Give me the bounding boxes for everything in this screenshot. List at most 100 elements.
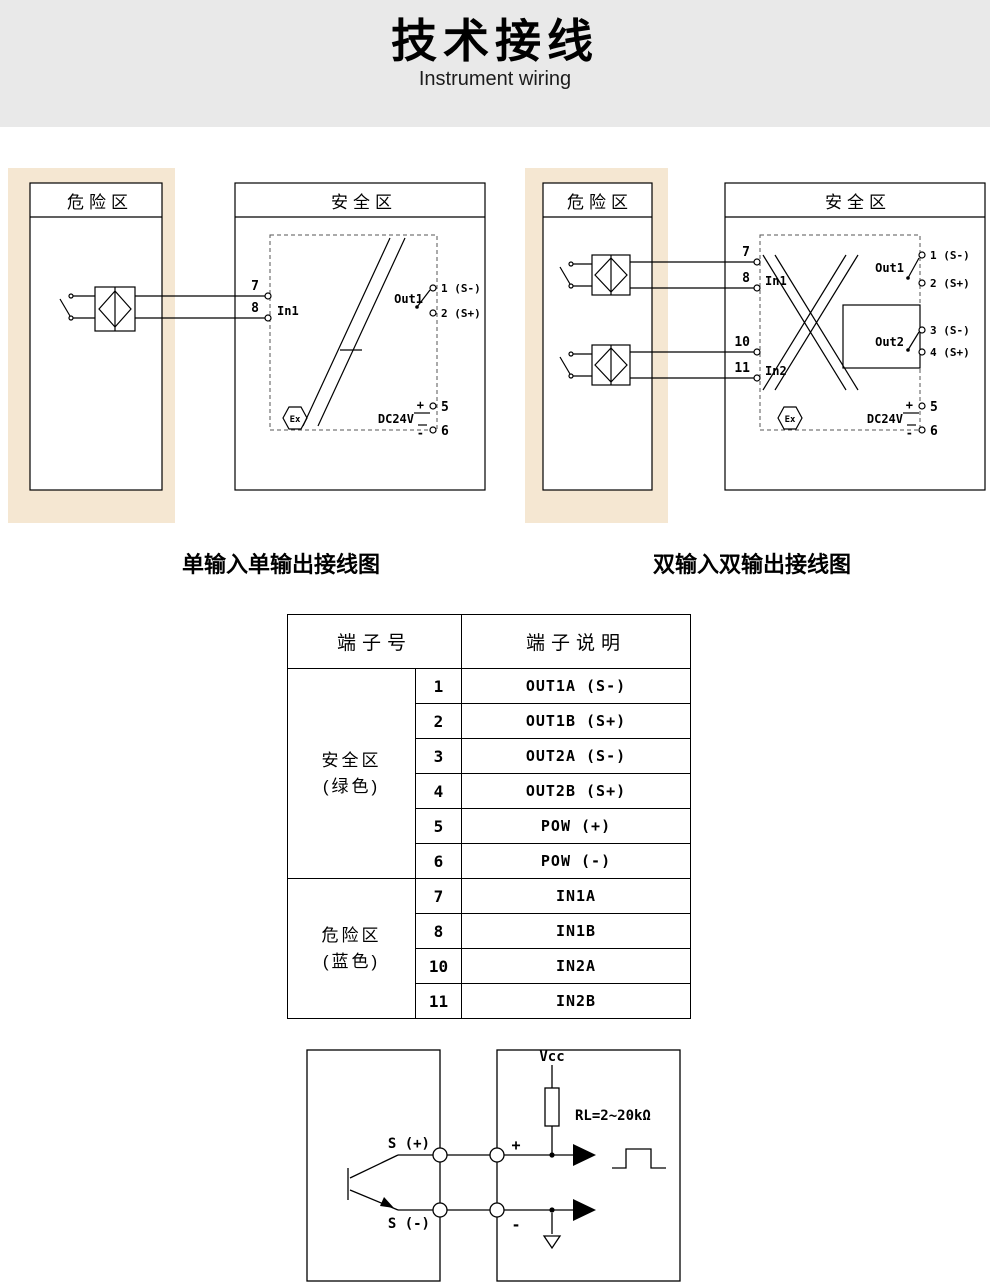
terminal-8-label: 8 (251, 301, 259, 316)
terminal-no: 11 (415, 983, 462, 1019)
hazard-zone-label: 危险区 (67, 193, 133, 212)
terminal-no: 2 (415, 703, 462, 739)
page-title: 技术接线 (391, 15, 599, 67)
terminal-7 (753, 258, 761, 266)
terminal-no: 5 (415, 808, 462, 844)
terminal-no: 10 (415, 948, 462, 984)
output-arrow-minus (573, 1199, 596, 1221)
table-row: 危险区 (蓝色) 7 IN1A (287, 878, 691, 1019)
terminal-2 (429, 309, 437, 317)
table-row: 4 OUT2B (S+) (288, 773, 691, 809)
out1-pivot-dot (906, 276, 910, 280)
terminal-no: 6 (415, 843, 462, 879)
output-circuit-diagram: S (+) S (-) Vcc RL=2~20kΩ + - (306, 1049, 681, 1282)
terminal-7-label: 7 (742, 245, 750, 260)
table-row: 11 IN2B (288, 983, 691, 1019)
header-band: 技术接线 Instrument wiring (0, 0, 990, 127)
minus-mark: - (417, 426, 424, 440)
plus-mark: + (906, 398, 913, 412)
dual-io-wiring-diagram: 危险区 安全区 7 8 In1 10 11 In2 Out1 1 (S-) 2 … (525, 168, 986, 523)
terminal-1 (918, 251, 926, 259)
receiver-side-box (496, 1049, 681, 1282)
terminal-6-label: 6 (441, 424, 449, 439)
terminal-5-label: 5 (441, 400, 449, 415)
out2-box (842, 304, 921, 369)
emitter-arrow (380, 1197, 394, 1208)
terminal-no: 3 (415, 738, 462, 774)
junction-dot (549, 1152, 555, 1158)
page-subtitle: Instrument wiring (418, 67, 572, 90)
plus-mark: + (417, 398, 424, 412)
switch-symbol-2 (559, 351, 592, 379)
terminal-desc: OUT2B (S+) (461, 773, 691, 809)
terminal-desc: OUT2A (S-) (461, 738, 691, 774)
single-io-wiring-diagram: 危险区 安全区 7 8 In1 Out1 1 (S-) 2 (S+) DC24V… (8, 168, 486, 523)
safe-zone-label: 安全区 (331, 193, 397, 212)
terminal-8 (753, 284, 761, 292)
terminal-circle (432, 1147, 448, 1163)
ex-certification-mark (282, 406, 308, 430)
out1-label: Out1 (875, 261, 904, 275)
sensor-symbol-1 (591, 254, 631, 296)
minus-mark: - (511, 1216, 520, 1234)
out1-pos-label: 2 (S+) (441, 307, 481, 320)
out2-label: Out2 (875, 335, 904, 349)
terminal-11-label: 11 (734, 361, 750, 376)
out2-neg-label: 3 (S-) (930, 324, 970, 337)
terminal-7 (264, 292, 272, 300)
hazard-zone-label: 危险区 (567, 193, 633, 212)
terminal-no: 7 (415, 878, 462, 914)
in1-label: In1 (765, 274, 787, 288)
ex-mark-label: Ex (785, 415, 796, 425)
out2-contact-blade (907, 331, 920, 351)
hazard-zone-box (542, 182, 653, 491)
terminal-desc: IN2B (461, 983, 691, 1019)
out1-contact-blade (416, 289, 431, 308)
terminal-6-label: 6 (930, 424, 938, 439)
terminal-desc: OUT1B (S+) (461, 703, 691, 739)
vcc-label: Vcc (539, 1049, 564, 1065)
power-terminals (414, 402, 437, 434)
terminal-5-label: 5 (930, 400, 938, 415)
terminal-3 (918, 326, 926, 334)
isolator-module-outline (759, 234, 921, 431)
power-label: DC24V (378, 412, 414, 426)
terminal-desc: IN1A (461, 878, 691, 914)
sensor-side-box (306, 1049, 441, 1282)
ground-symbol (542, 1235, 562, 1250)
transistor-symbol (347, 1154, 433, 1211)
load-resistor-label: RL=2~20kΩ (575, 1108, 651, 1124)
out1-neg-label: 1 (S-) (930, 249, 970, 262)
power-label: DC24V (867, 412, 903, 426)
terminal-desc: POW (-) (461, 843, 691, 879)
terminal-10-label: 10 (734, 335, 750, 350)
junction-dot (549, 1207, 555, 1213)
terminal-11 (753, 374, 761, 382)
in2-label: In2 (765, 364, 787, 378)
out2-pos-label: 4 (S+) (930, 346, 970, 359)
terminal-circle (432, 1202, 448, 1218)
table-row: 10 IN2A (288, 948, 691, 984)
table-row: 安全区 (绿色) 1 OUT1A (S-) (287, 668, 691, 879)
terminal-no: 1 (415, 668, 462, 704)
zone-label-safe: 安全区 (绿色) (287, 668, 416, 879)
isolator-module-outline (269, 234, 438, 431)
out1-label: Out1 (394, 292, 423, 306)
power-terminals (903, 402, 926, 434)
switch-symbol-1 (559, 261, 592, 289)
safe-zone-box (724, 182, 986, 491)
switch-symbol (59, 293, 95, 321)
isolation-barrier-lines (302, 237, 406, 427)
terminal-desc: OUT1A (S-) (461, 668, 691, 704)
header-terminal-desc: 端子说明 (461, 614, 691, 669)
table-row: 8 IN1B (288, 913, 691, 949)
terminal-7-label: 7 (251, 279, 259, 294)
terminal-no: 4 (415, 773, 462, 809)
out1-neg-label: 1 (S-) (441, 282, 481, 295)
caption-dual-io: 双输入双输出接线图 (652, 552, 851, 577)
terminal-table: 端子号 端子说明 安全区 (绿色) 1 OUT1A (S-) 2 OUT1B (… (287, 614, 691, 1019)
caption-single-io: 单输入单输出接线图 (181, 552, 380, 577)
in1-label: In1 (277, 304, 299, 318)
terminal-2 (918, 279, 926, 287)
